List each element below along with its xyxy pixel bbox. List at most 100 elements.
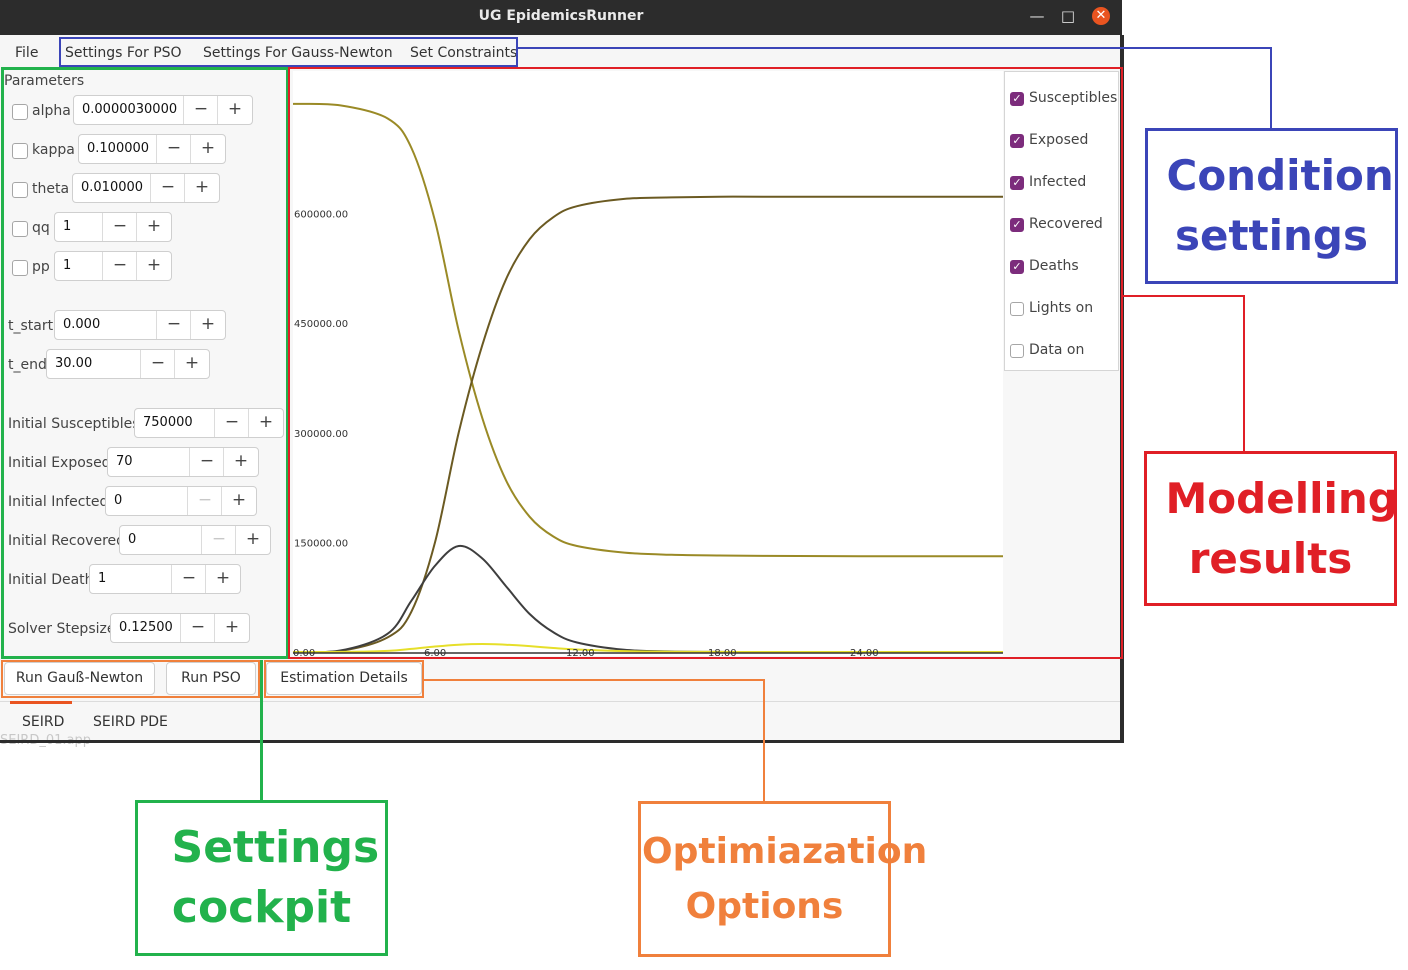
x-tick-label: 12.00 (566, 648, 595, 656)
plus-icon[interactable]: + (136, 213, 171, 241)
lights-on-checkbox[interactable] (1010, 302, 1024, 316)
legend-label-exposed: Exposed (1029, 132, 1089, 148)
run-gauss-newton-button[interactable]: Run Gauß-Newton (4, 662, 155, 695)
series-line-1 (293, 195, 1003, 654)
initial-susceptibles-spinbox[interactable]: 750000 − + (134, 408, 284, 438)
kappa-checkbox[interactable] (12, 143, 28, 159)
menu-settings-gauss-newton[interactable]: Settings For Gauss-Newton (203, 45, 393, 61)
infected-checkbox[interactable]: ✓ (1010, 176, 1024, 190)
qq-checkbox[interactable] (12, 221, 28, 237)
t-end-spinbox[interactable]: 30.00 − + (46, 349, 210, 379)
y-tick-label: 150000.00 (294, 538, 348, 549)
legend-label-data-on: Data on (1029, 342, 1085, 358)
tab-seird-pde[interactable]: SEIRD PDE (93, 714, 168, 730)
plus-icon[interactable]: + (217, 96, 252, 124)
alpha-value[interactable]: 0.0000030000 (82, 102, 178, 117)
data-on-checkbox[interactable] (1010, 344, 1024, 358)
initial-exposed-value[interactable]: 70 (116, 454, 133, 469)
minus-icon[interactable]: − (214, 409, 249, 437)
series-line-3 (293, 642, 1003, 654)
pp-value[interactable]: 1 (63, 258, 72, 273)
t-start-spinbox[interactable]: 0.000 − + (54, 310, 226, 340)
run-pso-button[interactable]: Run PSO (166, 662, 256, 695)
condition-settings-callout: Condition settings (1145, 128, 1398, 284)
exposed-checkbox[interactable]: ✓ (1010, 134, 1024, 148)
plus-icon[interactable]: + (205, 565, 240, 593)
t-end-value[interactable]: 30.00 (55, 356, 93, 371)
plus-icon[interactable]: + (221, 487, 256, 515)
alpha-checkbox[interactable] (12, 104, 28, 120)
initial-infected-spinbox[interactable]: 0 − + (105, 486, 257, 516)
initial-infected-value[interactable]: 0 (114, 493, 123, 508)
solver-stepsize-label: Solver Stepsize (8, 621, 116, 637)
minus-icon[interactable]: − (180, 614, 215, 642)
minus-icon[interactable]: − (201, 526, 236, 554)
qq-spinbox[interactable]: 1 − + (54, 212, 172, 242)
condition-settings-outline (59, 37, 518, 67)
minus-icon[interactable]: − (183, 96, 218, 124)
kappa-value[interactable]: 0.100000 (87, 141, 150, 156)
series-legend: ✓ Susceptibles ✓ Exposed ✓ Infected ✓ Re… (1004, 71, 1119, 371)
initial-exposed-spinbox[interactable]: 70 − + (107, 447, 259, 477)
initial-susceptibles-label: Initial Susceptibles (8, 416, 140, 432)
menu-set-constraints[interactable]: Set Constraints (410, 45, 518, 61)
initial-susceptibles-value[interactable]: 750000 (143, 415, 193, 430)
theta-spinbox[interactable]: 0.010000 − + (72, 173, 220, 203)
kappa-spinbox[interactable]: 0.100000 − + (78, 134, 226, 164)
initial-recovered-value[interactable]: 0 (128, 532, 137, 547)
deaths-checkbox[interactable]: ✓ (1010, 260, 1024, 274)
plus-icon[interactable]: + (190, 135, 225, 163)
plus-icon[interactable]: + (248, 409, 283, 437)
menu-settings-pso[interactable]: Settings For PSO (65, 45, 182, 61)
plus-icon[interactable]: + (136, 252, 171, 280)
recovered-checkbox[interactable]: ✓ (1010, 218, 1024, 232)
solver-stepsize-spinbox[interactable]: 0.12500 − + (110, 613, 250, 643)
optimization-run-outline (1, 660, 260, 698)
solver-stepsize-value[interactable]: 0.12500 (119, 620, 173, 635)
window-titlebar: UG EpidemicsRunner — □ ✕ (0, 0, 1122, 35)
initial-death-spinbox[interactable]: 1 − + (89, 564, 241, 594)
plus-icon[interactable]: + (184, 174, 219, 202)
minus-icon[interactable]: − (140, 350, 175, 378)
theta-checkbox[interactable] (12, 182, 28, 198)
alpha-spinbox[interactable]: 0.0000030000 − + (73, 95, 253, 125)
menu-file[interactable]: File (15, 45, 39, 61)
close-icon[interactable]: ✕ (1092, 7, 1110, 25)
plus-icon[interactable]: + (214, 614, 249, 642)
susceptibles-checkbox[interactable]: ✓ (1010, 92, 1024, 106)
initial-death-value[interactable]: 1 (98, 571, 107, 586)
t-start-value[interactable]: 0.000 (63, 317, 101, 332)
initial-recovered-spinbox[interactable]: 0 − + (119, 525, 271, 555)
plus-icon[interactable]: + (235, 526, 270, 554)
plus-icon[interactable]: + (174, 350, 209, 378)
y-tick-label: 600000.00 (294, 210, 348, 221)
maximize-icon[interactable]: □ (1060, 7, 1076, 25)
theta-value[interactable]: 0.010000 (81, 180, 144, 195)
tab-seird[interactable]: SEIRD (22, 714, 65, 730)
minus-icon[interactable]: − (189, 448, 224, 476)
legend-label-susceptibles: Susceptibles (1029, 90, 1118, 106)
qq-value[interactable]: 1 (63, 219, 72, 234)
pp-spinbox[interactable]: 1 − + (54, 251, 172, 281)
legend-label-lights-on: Lights on (1029, 300, 1094, 316)
tab-bar: SEIRD SEIRD PDE (0, 701, 1120, 741)
minus-icon[interactable]: − (171, 565, 206, 593)
optimization-details-outline (264, 660, 424, 698)
estimation-details-button[interactable]: Estimation Details (266, 662, 422, 695)
connector-line (518, 47, 1271, 49)
minimize-icon[interactable]: — (1029, 7, 1045, 25)
minus-icon[interactable]: − (156, 311, 191, 339)
callout-text: Optimiazation Options (642, 831, 928, 927)
minus-icon[interactable]: − (150, 174, 185, 202)
minus-icon[interactable]: − (187, 487, 222, 515)
x-tick-label: 24.00 (850, 648, 879, 656)
window-title: UG EpidemicsRunner (478, 8, 644, 24)
connector-line (1243, 295, 1245, 452)
plus-icon[interactable]: + (223, 448, 258, 476)
minus-icon[interactable]: − (102, 252, 137, 280)
pp-checkbox[interactable] (12, 260, 28, 276)
minus-icon[interactable]: − (156, 135, 191, 163)
plus-icon[interactable]: + (190, 311, 225, 339)
y-tick-label: 300000.00 (294, 429, 348, 440)
minus-icon[interactable]: − (102, 213, 137, 241)
